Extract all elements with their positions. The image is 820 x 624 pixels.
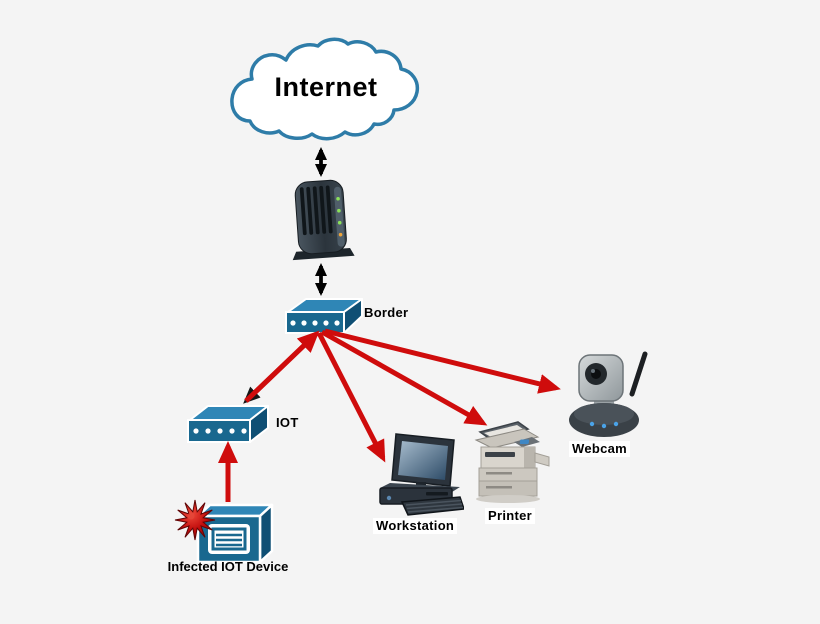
webcam-antenna xyxy=(629,351,648,397)
modem-icon xyxy=(292,179,355,261)
printer-side-tray xyxy=(534,452,550,467)
switch-icon xyxy=(285,298,363,334)
modem-body xyxy=(292,179,355,261)
workstation-label: Workstation xyxy=(373,518,458,534)
monitor-screen xyxy=(398,441,448,480)
switch-ports xyxy=(193,428,247,434)
iot-switch-label: IOT xyxy=(276,415,299,430)
internet-cloud-node xyxy=(228,36,424,148)
webcam-icon xyxy=(569,351,648,437)
workstation-node xyxy=(368,432,466,516)
switch-ports xyxy=(290,320,340,326)
printer-icon xyxy=(474,421,550,503)
printer-output-slot xyxy=(485,452,515,457)
modem-led-strip xyxy=(333,186,345,247)
webcam-node xyxy=(552,348,656,444)
infected-device-label: Infected IOT Device xyxy=(167,559,289,574)
border-switch-label: Border xyxy=(364,305,409,320)
attack-arrow-border-printer xyxy=(320,329,488,426)
infection-star-icon xyxy=(174,499,216,541)
infected-iot-device-node xyxy=(164,488,280,574)
printer-label: Printer xyxy=(485,508,536,524)
switch-icon xyxy=(187,405,269,443)
workstation-icon xyxy=(379,433,466,516)
attack-arrow-border-iot xyxy=(243,330,320,404)
iot-device-icon xyxy=(174,499,274,564)
webcam-label: Webcam xyxy=(569,441,631,457)
modem-node xyxy=(286,176,356,264)
printer-node xyxy=(468,420,552,512)
attack-arrow-border-webcam xyxy=(324,328,561,394)
internet-label: Internet xyxy=(274,72,378,102)
cloud-icon xyxy=(230,37,420,141)
cloud-outline xyxy=(230,37,420,141)
iot-switch-node xyxy=(184,400,274,446)
border-switch-node xyxy=(280,294,366,336)
